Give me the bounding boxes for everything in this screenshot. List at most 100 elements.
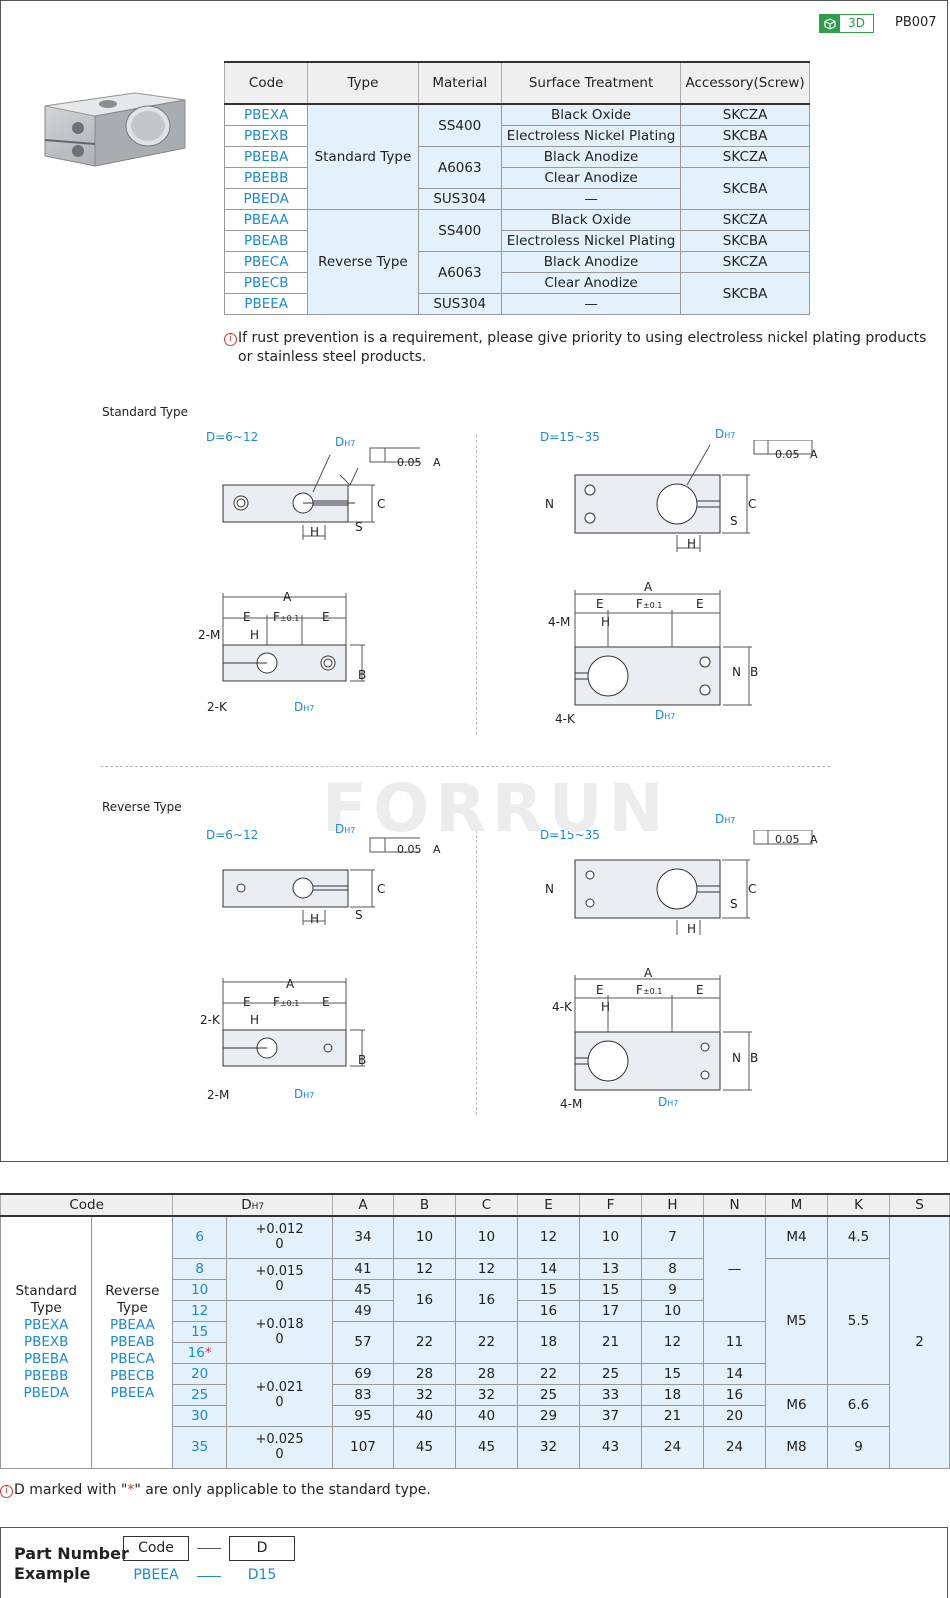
dim-label-B: B (750, 1051, 759, 1065)
code-link[interactable]: PBEXB (223, 125, 309, 147)
dim-label-D: DH7 (335, 435, 356, 449)
3d-label: 3D (848, 16, 865, 30)
dim-label-4K: 4-K (552, 1000, 572, 1014)
tolerance-label: 0.05 (775, 833, 800, 846)
screw-cell: SKCBA (680, 272, 810, 315)
product-photo (44, 92, 186, 167)
dim-label-A: A (644, 580, 653, 594)
dim-label-F: F±0.1 (273, 995, 300, 1009)
drawing-std-large-top (574, 590, 752, 706)
drawing-std-small-front (222, 447, 420, 540)
dim-label-4M: 4-M (548, 615, 571, 629)
treatment-cell: — (500, 188, 682, 210)
dim-label-E: E (322, 610, 330, 624)
dim-label-H: H (687, 922, 697, 936)
dim-label-4M: 4-M (560, 1097, 583, 1111)
dim-label-B: B (358, 1053, 367, 1067)
col-d: DH7 (172, 1193, 333, 1217)
treatment-cell: Black Anodize (500, 146, 682, 168)
dim-label-N: N (545, 497, 554, 511)
dim-label-D: DH7 (715, 812, 736, 826)
dim-label-N: N (732, 1051, 741, 1065)
dim-label-B: B (358, 668, 367, 682)
dim-label-D: DH7 (658, 1095, 679, 1109)
col-material: Material (417, 61, 502, 105)
material-cell: SUS304 (417, 188, 502, 210)
material-cell: SUS304 (417, 293, 502, 315)
dim-label-D: DH7 (294, 1087, 315, 1101)
dim-label-H: H (250, 1013, 260, 1027)
dim-label-2K: 2-K (200, 1013, 220, 1027)
range-label: D=6~12 (206, 430, 259, 444)
spec-table: Code Type Material Surface Treatment Acc… (223, 61, 810, 315)
d-value: 6 (172, 1215, 228, 1259)
part-d-value: D15 (247, 1567, 277, 1583)
material-cell: A6063 (417, 146, 502, 189)
dim-label-S: S (730, 897, 738, 911)
divider (476, 815, 477, 1115)
code-link[interactable]: PBEDA (223, 188, 309, 210)
dim-label-C: C (377, 497, 386, 511)
separator (197, 1576, 221, 1577)
drawing-std-small-top (222, 593, 365, 682)
part-d-header: D (229, 1536, 295, 1561)
datum-label: A (433, 843, 441, 856)
range-label: D=15~35 (540, 430, 600, 444)
dim-label-2M: 2-M (207, 1088, 230, 1102)
code-link[interactable]: PBEXA (223, 103, 309, 126)
dim-label-H: H (310, 525, 320, 539)
screw-cell: SKCBA (680, 125, 810, 147)
3d-model-button[interactable]: 3D (819, 14, 874, 33)
range-label: D=6~12 (206, 828, 259, 842)
dim-label-H: H (601, 615, 611, 629)
code-link[interactable]: PBEEA (223, 293, 309, 315)
part-code-header: Code (123, 1536, 189, 1561)
dim-label-E: E (596, 983, 604, 997)
dim-label-A: A (286, 977, 295, 991)
dim-label-E: E (322, 995, 330, 1009)
dim-label-F: F±0.1 (636, 983, 663, 997)
dim-label-B: B (750, 665, 759, 679)
reverse-type-title: Reverse Type (102, 800, 182, 814)
dim-label-N: N (545, 882, 554, 896)
dim-label-H: H (250, 628, 260, 642)
dim-label-S: S (355, 908, 363, 922)
dim-label-D: DH7 (335, 822, 356, 836)
dim-label-C: C (748, 882, 757, 896)
type-cell: Standard Type (307, 103, 419, 210)
code-link[interactable]: PBEBA (223, 146, 309, 168)
watermark: FORRUN (322, 770, 670, 847)
code-link[interactable]: PBEBB (223, 167, 309, 189)
screw-cell: SKCZA (680, 209, 810, 231)
treatment-cell: — (500, 293, 682, 315)
catalog-frame (0, 0, 948, 1162)
code-link[interactable]: PBEAA (223, 209, 309, 231)
dim-label-D: DH7 (294, 700, 315, 714)
drawing-std-large-front (574, 440, 813, 552)
drawing-rev-large-front (574, 830, 813, 935)
code-link[interactable]: PBECB (223, 272, 309, 294)
dim-label-2M: 2-M (198, 628, 221, 642)
type-cell: Reverse Type (307, 209, 419, 315)
separator (197, 1548, 221, 1549)
range-label: D=15~35 (540, 828, 600, 842)
dim-label-2K: 2-K (207, 700, 227, 714)
tolerance-label: 0.05 (775, 448, 800, 461)
treatment-cell: Black Oxide (500, 209, 682, 231)
dim-label-H: H (310, 912, 320, 926)
code-link[interactable]: PBECA (223, 251, 309, 273)
col-type: Type (307, 61, 419, 105)
screw-cell: SKCZA (680, 103, 810, 126)
treatment-cell: Clear Anodize (500, 167, 682, 189)
dim-label-H: H (687, 537, 697, 551)
dim-label-F: F±0.1 (636, 597, 663, 611)
col-surface: Surface Treatment (500, 61, 682, 105)
treatment-cell: Electroless Nickel Plating (500, 125, 682, 147)
dim-label-C: C (748, 497, 757, 511)
code-link[interactable]: PBEAB (223, 230, 309, 252)
dim-label-E: E (243, 610, 251, 624)
